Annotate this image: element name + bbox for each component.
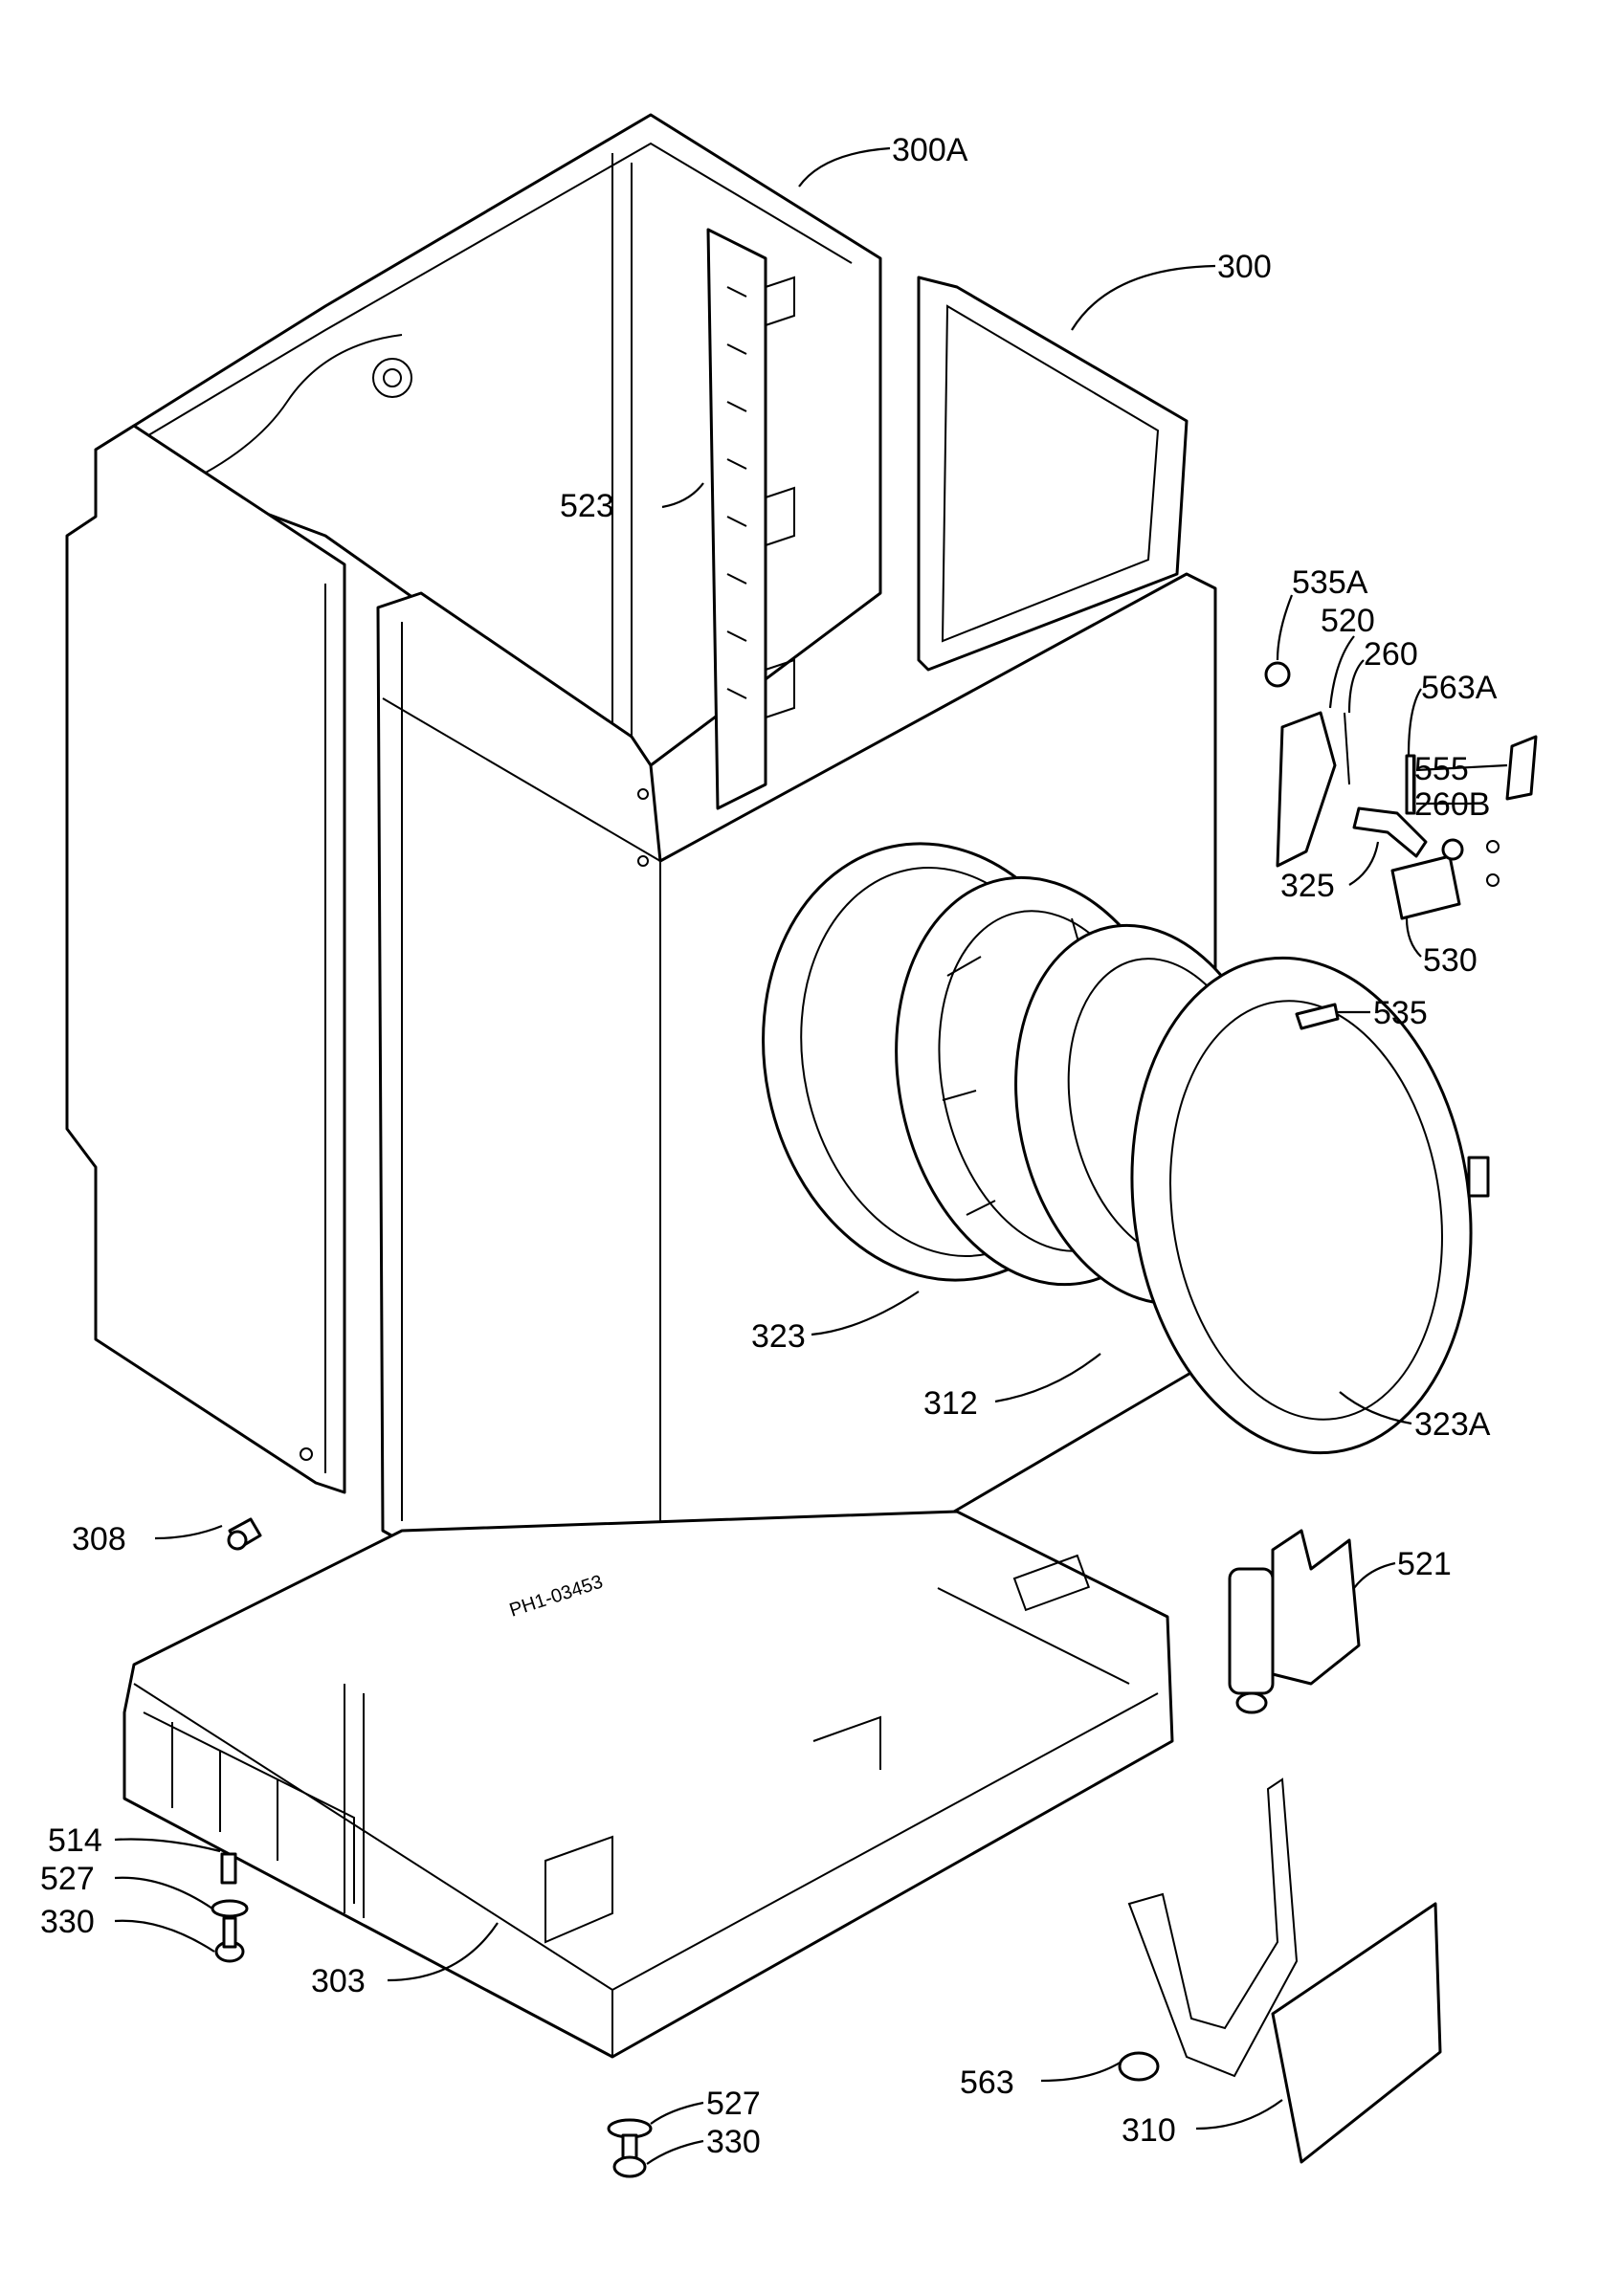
callout-535: 535 <box>1373 995 1428 1031</box>
screw-521-part <box>227 1517 262 1551</box>
spring-260 <box>1344 712 1350 785</box>
callout-330: 330 <box>40 1904 95 1940</box>
callout-312: 312 <box>923 1385 978 1422</box>
base-frame-part <box>122 1510 1174 2059</box>
callout-527-front: 527 <box>706 2086 761 2122</box>
callout-514: 514 <box>48 1822 102 1859</box>
callout-labels: 300A 300 523 535A 520 260 563A 555 260B … <box>40 132 1498 2160</box>
rear-panel-bracket-part <box>706 228 795 810</box>
callout-303: 303 <box>311 1963 366 1999</box>
callout-325: 325 <box>1280 868 1335 904</box>
clip-555 <box>1505 735 1538 801</box>
lever-325 <box>1352 806 1428 858</box>
kickplate-part <box>1118 1777 1442 2164</box>
callout-555: 555 <box>1414 751 1469 787</box>
callout-530: 530 <box>1423 942 1478 979</box>
foot-front-part <box>607 2118 653 2178</box>
top-frame-part <box>94 113 882 767</box>
leader-lines <box>114 146 1508 2165</box>
catch-530 <box>1390 854 1461 920</box>
callout-527: 527 <box>40 1861 95 1897</box>
foot-left-part <box>211 1852 249 1963</box>
knob-535A <box>1264 661 1291 688</box>
callout-300A: 300A <box>892 132 968 168</box>
callout-323: 323 <box>751 1318 806 1355</box>
door-frame-part <box>1130 956 1490 1455</box>
left-side-panel-part <box>65 424 346 1494</box>
callout-260: 260 <box>1364 636 1418 673</box>
callout-520: 520 <box>1321 603 1375 639</box>
callout-308: 521 <box>1397 1546 1452 1582</box>
callout-260B: 260B <box>1414 786 1490 823</box>
callout-521: 308 <box>72 1521 126 1557</box>
pin-535 <box>1295 1003 1340 1030</box>
callout-563A: 563A <box>1421 670 1498 706</box>
right-side-panel-part <box>917 276 1189 672</box>
door-lock-assembly <box>1264 661 1538 1030</box>
callout-523: 523 <box>560 488 614 524</box>
callout-310: 310 <box>1122 2112 1176 2149</box>
callout-323A: 323A <box>1414 1406 1491 1443</box>
door-hinge-part <box>1228 1529 1361 1714</box>
callout-535A: 535A <box>1292 564 1368 601</box>
callout-330-front: 330 <box>706 2124 761 2160</box>
callout-300: 300 <box>1217 249 1272 285</box>
callout-563: 563 <box>960 2064 1014 2101</box>
handle-520 <box>1276 711 1337 868</box>
